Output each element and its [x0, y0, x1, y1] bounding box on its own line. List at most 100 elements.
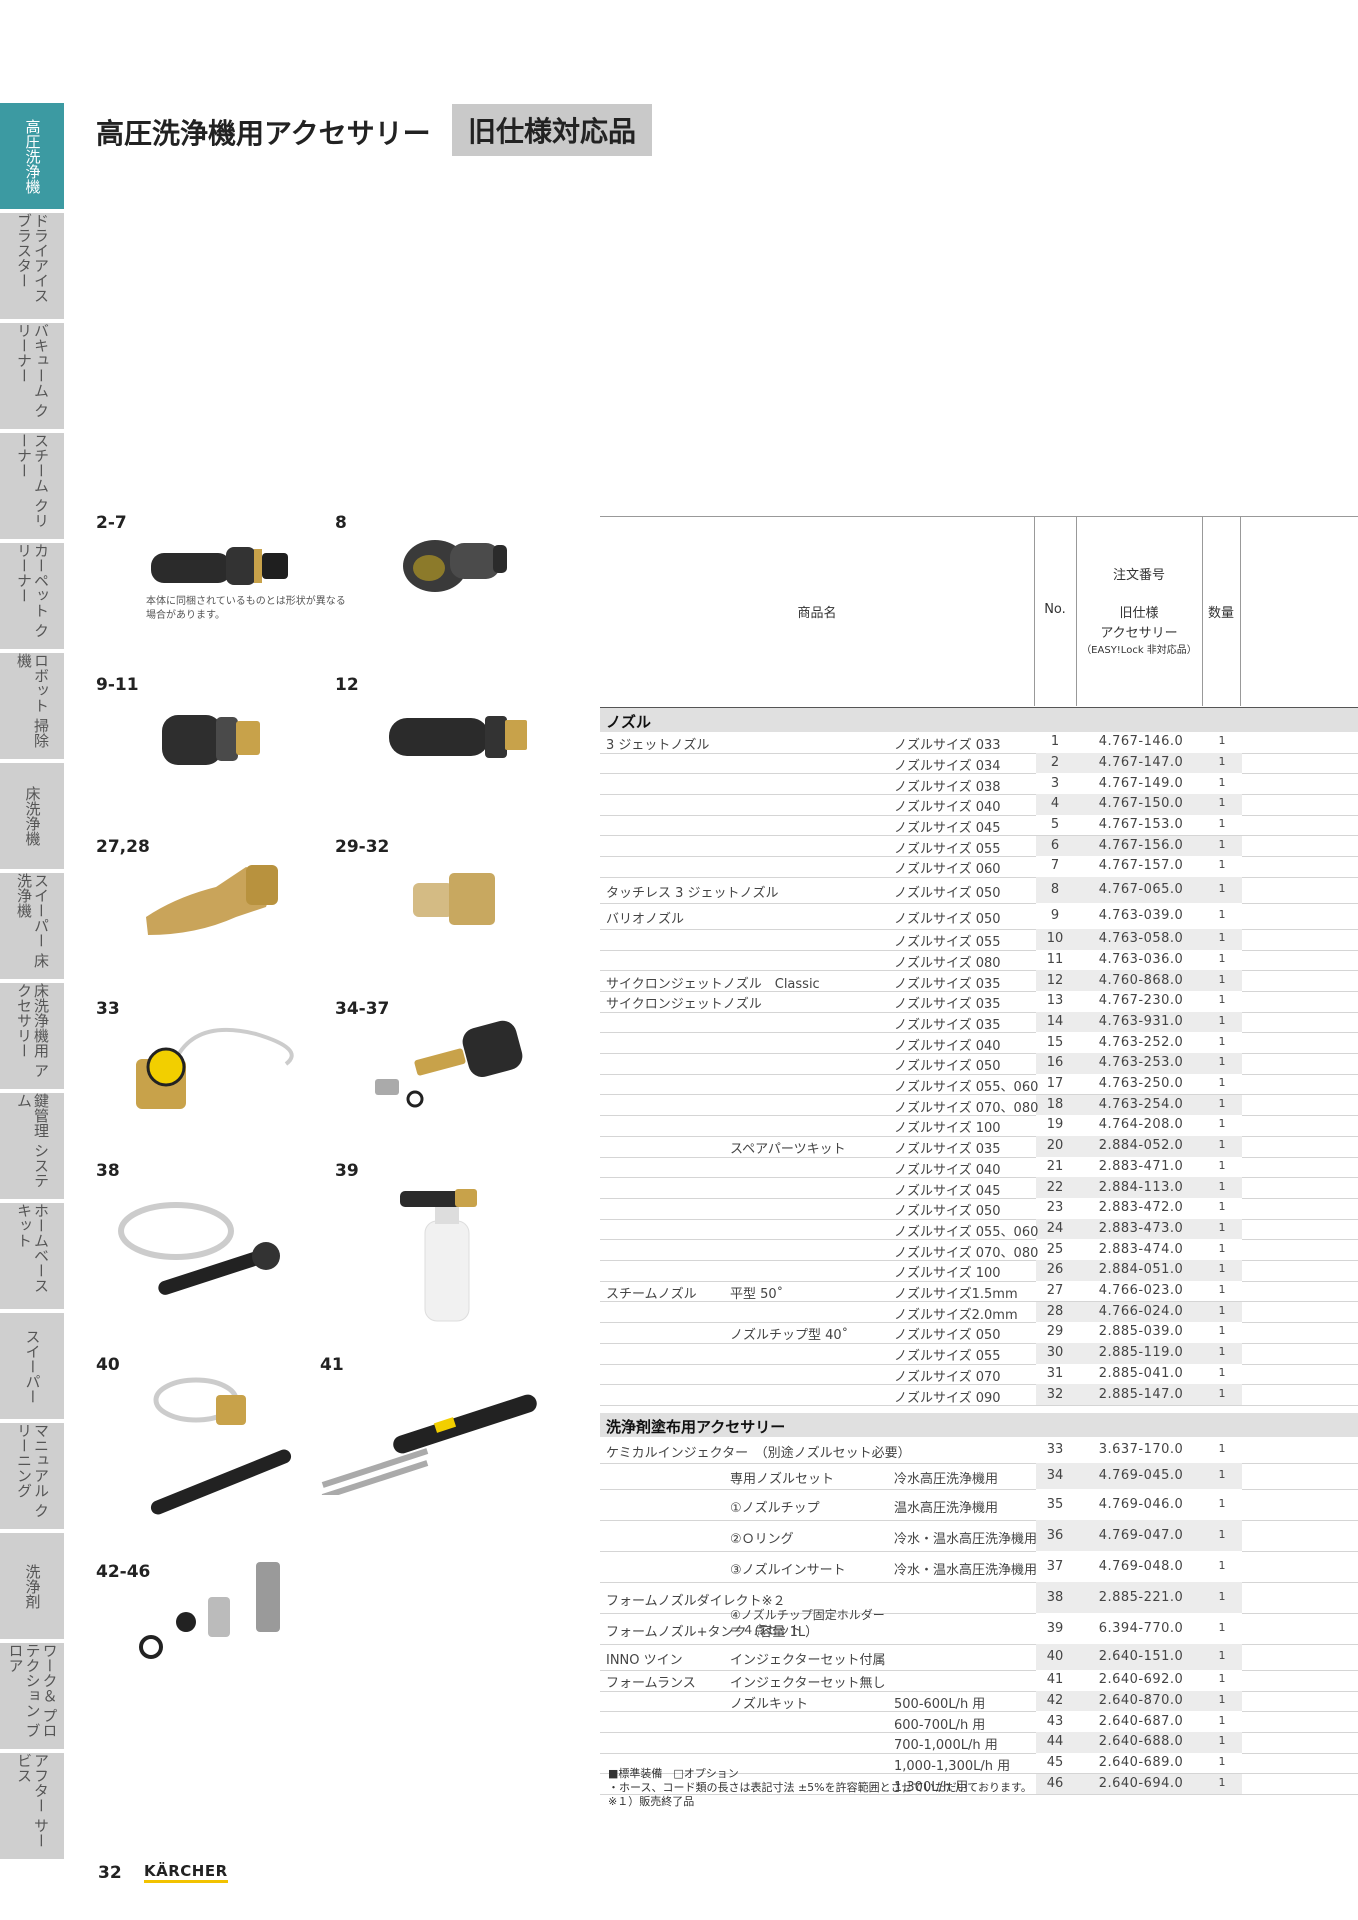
product-size: ノズルサイズ 055: [894, 935, 1001, 951]
section-header: ノズル: [600, 708, 1358, 732]
side-tab-label: 床洗浄機: [23, 786, 42, 846]
side-tab-key-system[interactable]: 鍵管理 システム: [0, 1093, 64, 1199]
item-no: 43: [1046, 1713, 1064, 1729]
order-number: 4.763-252.0: [1098, 1034, 1184, 1050]
row-shade: [1036, 1073, 1242, 1095]
product-label: 2-7: [96, 513, 127, 533]
product-size: 温水高圧洗浄機用: [894, 1500, 999, 1516]
order-number: 2.884-052.0: [1098, 1138, 1184, 1154]
row-shade: [1036, 1773, 1242, 1795]
row-shade: [1036, 902, 1242, 929]
quantity: 1: [1218, 1076, 1226, 1090]
item-no: 17: [1046, 1076, 1064, 1092]
product-item: 8: [335, 513, 565, 663]
order-number: 2.640-151.0: [1098, 1649, 1184, 1664]
product-label: 39: [335, 1161, 359, 1181]
nozzle-icon: [403, 540, 507, 592]
quantity: 1: [1218, 1200, 1226, 1214]
row-shade: [1036, 1322, 1242, 1343]
item-no: 14: [1046, 1013, 1064, 1029]
row-shade: [1036, 773, 1242, 795]
order-number: 2.883-472.0: [1098, 1200, 1184, 1216]
row-shade: [1036, 1135, 1242, 1157]
row-shade: [1036, 1520, 1242, 1551]
product-label: 34-37: [335, 999, 390, 1019]
foam-nozzle-icon: [118, 1202, 280, 1295]
row-shade: [1036, 1752, 1242, 1774]
quantity: 1: [1218, 1649, 1226, 1662]
quantity: 1: [1218, 1013, 1226, 1027]
section-title: ノズル: [606, 713, 652, 731]
side-tab-pressure-washer[interactable]: 高圧洗浄機: [0, 103, 64, 209]
row-shade: [1036, 752, 1242, 774]
row-shade: [1036, 1551, 1242, 1582]
item-no: 30: [1046, 1345, 1064, 1361]
side-tab-robot[interactable]: ロボット 掃除機: [0, 653, 64, 759]
row-shade: [1036, 732, 1242, 753]
product-size: ノズルサイズ 045: [894, 1183, 1001, 1199]
item-no: 33: [1046, 1442, 1064, 1457]
product-size: ノズルサイズ 070: [894, 1369, 1001, 1385]
product-name: スチームノズル: [606, 1287, 697, 1303]
side-tab-sweeper-floor[interactable]: スイーパー 床洗浄機: [0, 873, 64, 979]
side-tab-after-service[interactable]: アフター サービス: [0, 1753, 64, 1859]
side-tab-label: ホームベース キット: [15, 1203, 50, 1293]
product-label: 8: [335, 513, 347, 533]
quantity: 1: [1218, 1117, 1226, 1131]
side-tab-homebase[interactable]: ホームベース キット: [0, 1203, 64, 1309]
side-tab-work-protection[interactable]: ワーク＆ プロテクション ブロア: [0, 1643, 64, 1749]
order-number: 4.767-065.0: [1098, 881, 1184, 897]
quantity: 1: [1218, 837, 1226, 851]
order-number: 2.883-471.0: [1098, 1158, 1184, 1174]
quantity: 1: [1218, 1620, 1226, 1634]
item-no: 2: [1050, 754, 1060, 770]
row-shade: [1036, 1239, 1242, 1261]
row-shade: [1036, 1437, 1242, 1463]
side-tab-steam[interactable]: スチーム クリーナー: [0, 433, 64, 539]
product-label: 27,28: [96, 837, 150, 857]
row-shade: [1036, 1732, 1242, 1753]
order-number: 6.394-770.0: [1098, 1620, 1184, 1636]
quantity: 1: [1218, 1324, 1226, 1338]
item-no: 42: [1046, 1692, 1064, 1708]
product-sub: 専用ノズルセット: [730, 1472, 835, 1487]
order-number: 4.767-150.0: [1098, 796, 1184, 812]
product-name: フォームノズルダイレクト※２: [606, 1593, 786, 1609]
side-tab-manual[interactable]: マニュアル クリーニング: [0, 1423, 64, 1529]
item-no: 25: [1046, 1241, 1064, 1257]
side-tab-detergent[interactable]: 洗浄剤: [0, 1533, 64, 1639]
order-number: 2.640-689.0: [1098, 1755, 1184, 1771]
product-label: 41: [320, 1355, 344, 1375]
side-tab-dry-ice[interactable]: ドライアイス ブラスター: [0, 213, 64, 319]
side-tab-vacuum[interactable]: バキューム クリーナー: [0, 323, 64, 429]
item-no: 32: [1046, 1386, 1064, 1402]
side-tab-carpet[interactable]: カーペット クリーナー: [0, 543, 64, 649]
nozzle-icon: [162, 715, 260, 765]
side-tab-floor-accessory[interactable]: 床洗浄機用 アクセサリー: [0, 983, 64, 1089]
product-size: ノズルサイズ 050: [894, 1059, 1001, 1075]
order-number: 2.640-687.0: [1098, 1713, 1184, 1729]
side-tab-floor[interactable]: 床洗浄機: [0, 763, 64, 869]
product-item: 40: [96, 1355, 326, 1515]
item-no: 34: [1046, 1468, 1064, 1483]
quantity: 1: [1218, 1386, 1226, 1400]
product-note: 本体に同梱されているものとは形状が異なる場合があります。: [146, 596, 346, 621]
row-shade: [1036, 1280, 1242, 1302]
side-tab-sweeper[interactable]: スイーパー: [0, 1313, 64, 1419]
quantity: 1: [1218, 1496, 1226, 1510]
product-name: INNO ツイン: [606, 1653, 683, 1668]
quantity: 1: [1218, 796, 1226, 810]
item-no: 38: [1046, 1589, 1064, 1605]
product-sub: スペアパーツキット: [730, 1142, 846, 1158]
order-number: 4.769-047.0: [1098, 1527, 1184, 1543]
